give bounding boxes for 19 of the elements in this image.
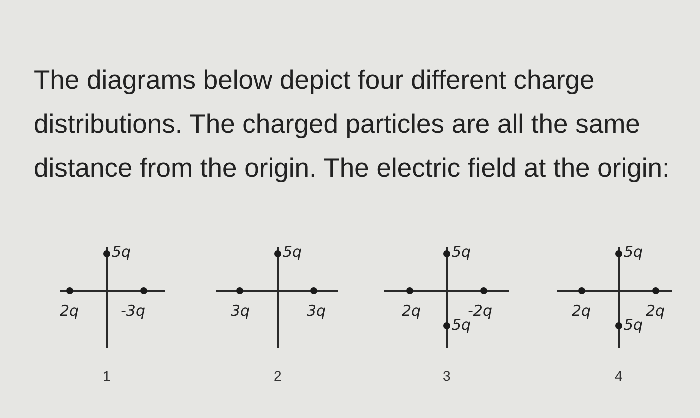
- charge-label: 2q: [572, 303, 592, 319]
- figure-number: 1: [103, 368, 111, 384]
- charge-label: 5q: [624, 244, 644, 260]
- charge-label: 3q: [307, 303, 326, 319]
- charge-label: 5q: [452, 244, 472, 260]
- charge-label: -3q: [121, 303, 146, 319]
- charge-label: 5q: [112, 244, 132, 260]
- charge-label: 2q: [60, 303, 80, 319]
- figure-number: 3: [443, 368, 451, 384]
- figure-number: 4: [615, 368, 623, 384]
- charge-label: 5q: [624, 317, 644, 333]
- figure-number: 2: [274, 368, 282, 384]
- charge-label: 5q: [452, 317, 472, 333]
- charge-label: 5q: [283, 244, 302, 260]
- question-text: The diagrams below depict four different charge distributions. The charged particles are all the same distance from the origin. The electric field at the origin:: [34, 64, 671, 185]
- charge-label: -2q: [468, 303, 492, 319]
- charge-label: 3q: [231, 303, 250, 319]
- charge-label: 2q: [402, 303, 422, 319]
- charge-label: 2q: [646, 303, 666, 319]
